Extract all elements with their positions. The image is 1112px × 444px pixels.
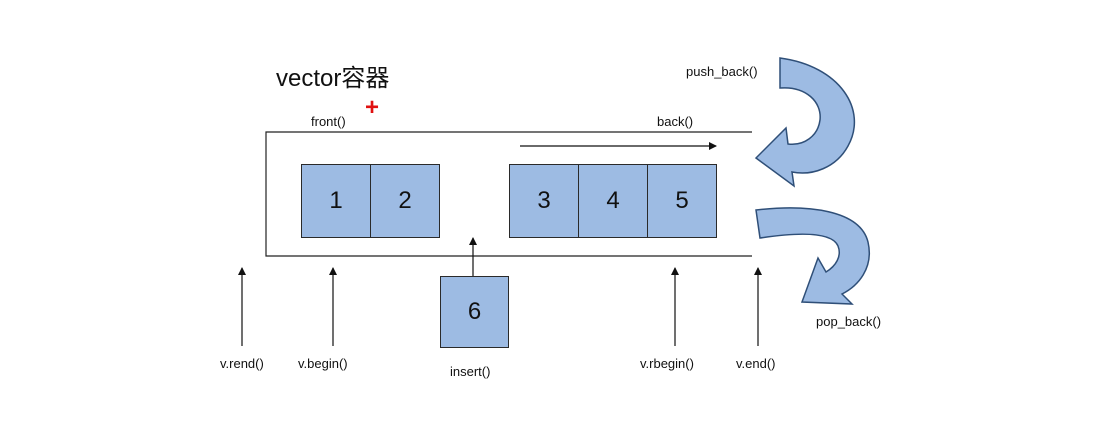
end-label: v.end() [736,356,776,371]
pop-back-label: pop_back() [816,314,882,329]
element-cell: 3 [509,164,579,238]
push-back-curved-arrow [754,57,856,188]
plus-marker: + [365,94,380,121]
insert-label: insert() [450,364,491,379]
diagram-title: vector容器 [276,65,390,92]
element-cell: 1 [301,164,371,238]
back-label: back() [657,114,694,129]
element-cell: 4 [578,164,648,238]
element-cell: 2 [370,164,440,238]
container-outline [265,131,752,257]
inserted-element-cell: 6 [440,276,509,348]
rend-label: v.rend() [220,356,264,371]
push-back-label: push_back() [686,64,758,79]
front-label: front() [311,114,346,129]
begin-label: v.begin() [298,356,348,371]
rbegin-label: v.rbegin() [640,356,694,371]
element-cell: 5 [647,164,717,238]
pop-back-curved-arrow [755,207,870,305]
